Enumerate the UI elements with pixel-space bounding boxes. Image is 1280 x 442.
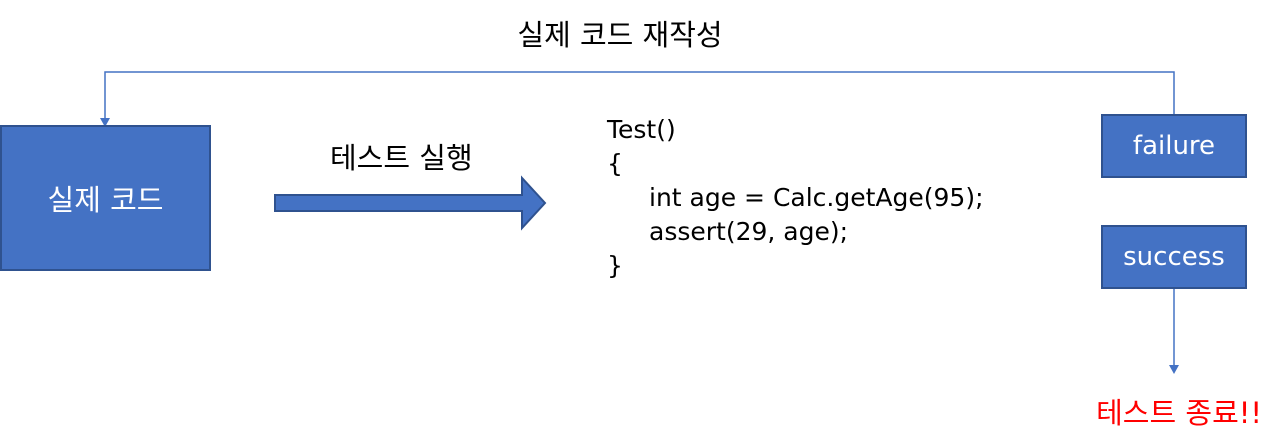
real-code-box-label: 실제 코드 bbox=[47, 183, 164, 217]
test-end-label: 테스트 종료!! bbox=[1096, 396, 1262, 430]
failure-box: failure bbox=[1101, 114, 1247, 178]
code-line-open-brace: { bbox=[607, 149, 623, 178]
rewrite-label: 실제 코드 재작성 bbox=[517, 18, 723, 52]
rewrite-loop-arrowhead bbox=[100, 118, 110, 127]
test-code-block: Test() { int age = Calc.getAge(95); asse… bbox=[607, 113, 984, 283]
rewrite-loop-line bbox=[104, 71, 1175, 119]
test-run-arrow bbox=[274, 175, 547, 231]
success-box-label: success bbox=[1123, 242, 1225, 272]
code-line-get-age: int age = Calc.getAge(95); bbox=[649, 183, 984, 212]
success-box: success bbox=[1101, 225, 1247, 289]
success-end-arrowhead bbox=[1169, 365, 1179, 374]
code-line-close-brace: } bbox=[607, 251, 623, 280]
code-line-test: Test() bbox=[607, 115, 676, 144]
test-run-label: 테스트 실행 bbox=[330, 141, 473, 175]
real-code-box: 실제 코드 bbox=[0, 125, 211, 271]
failure-box-label: failure bbox=[1132, 131, 1216, 161]
code-line-assert: assert(29, age); bbox=[649, 217, 849, 246]
